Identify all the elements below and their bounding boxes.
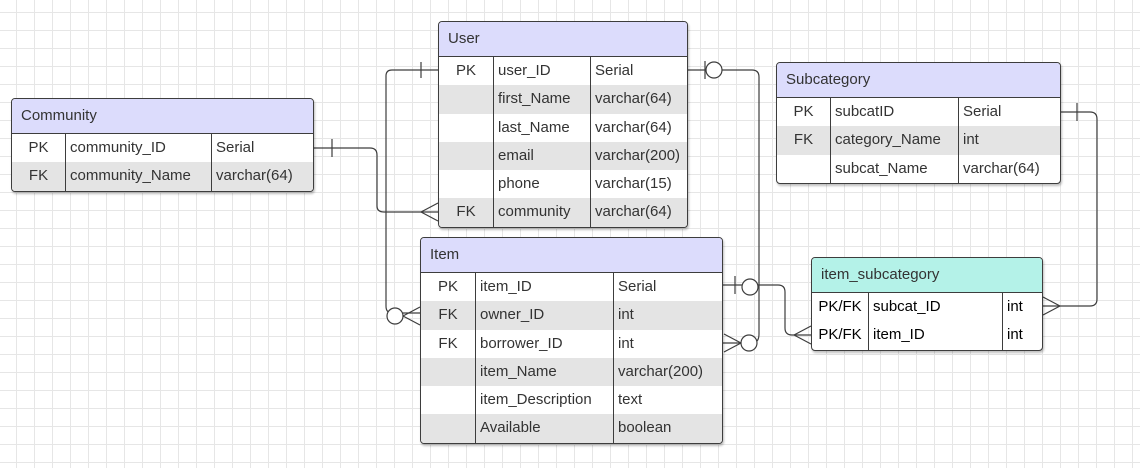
- field-type-cell: varchar(15): [590, 170, 687, 199]
- key-cell: PK: [793, 103, 814, 120]
- field-name-cell: phone: [493, 170, 590, 199]
- field-type-cell: int: [613, 329, 722, 358]
- field-name-cell: subcat_ID: [868, 293, 1002, 322]
- table-row[interactable]: PK user_ID Serial: [439, 57, 687, 86]
- key-cell: FK: [793, 131, 814, 149]
- field-name-cell: subcatID: [830, 98, 958, 127]
- rel-itemsub-subcat-many-marker: [1042, 296, 1061, 316]
- rel-borrower-zero-marker: [740, 334, 758, 352]
- field-type-cell: text: [613, 386, 722, 415]
- field-name-cell: category_Name: [830, 126, 958, 155]
- field-name-cell: borrower_ID: [475, 329, 613, 358]
- entity-subcategory[interactable]: Subcategory PK subcatID Serial FK catego…: [776, 62, 1061, 184]
- key-cell: FK: [438, 334, 458, 352]
- table-row[interactable]: PK community_ID Serial: [12, 134, 313, 163]
- rel-owner-many-marker: [402, 306, 421, 326]
- rel-itemsub-many-marker: [793, 325, 812, 345]
- field-type-cell: boolean: [613, 414, 722, 443]
- field-type-cell: varchar(64): [590, 113, 687, 142]
- key-cell: PK: [437, 278, 458, 295]
- entity-item-subcategory[interactable]: item_subcategory PK/FK subcat_ID int PK/…: [811, 257, 1043, 351]
- key-cell: [421, 414, 475, 442]
- rel-owner-zero-marker: [386, 307, 404, 325]
- table-row[interactable]: subcat_Name varchar(64): [777, 154, 1060, 183]
- field-type-cell: varchar(64): [590, 198, 687, 227]
- key-cell: FK: [438, 306, 458, 324]
- field-name-cell: Available: [475, 414, 613, 443]
- rel-item-itemsub-line: [723, 284, 811, 336]
- field-name-cell: email: [493, 141, 590, 171]
- table-row[interactable]: PK subcatID Serial: [777, 98, 1060, 127]
- table-row[interactable]: PK/FK item_ID int: [812, 321, 1042, 350]
- table-row[interactable]: FK owner_ID int: [421, 301, 722, 330]
- entity-header: User: [439, 22, 687, 57]
- field-name-cell: user_ID: [493, 57, 590, 86]
- table-row[interactable]: Available boolean: [421, 414, 722, 443]
- key-cell: PK: [28, 139, 49, 156]
- entity-header: Item: [421, 238, 722, 273]
- table-row[interactable]: FK community varchar(64): [439, 198, 687, 227]
- field-type-cell: Serial: [958, 98, 1060, 127]
- table-row[interactable]: FK category_Name int: [777, 126, 1060, 155]
- table-row[interactable]: FK community_Name varchar(64): [12, 162, 313, 191]
- entity-header: Subcategory: [777, 63, 1060, 98]
- field-type-cell: Serial: [590, 57, 687, 86]
- key-cell: [421, 358, 475, 386]
- table-row[interactable]: email varchar(200): [439, 141, 687, 171]
- rel-user-many-marker: [420, 202, 439, 222]
- field-type-cell: int: [958, 126, 1060, 155]
- field-name-cell: community_ID: [65, 134, 211, 163]
- field-type-cell: int: [1002, 321, 1042, 350]
- field-name-cell: community_Name: [65, 162, 211, 191]
- field-type-cell: int: [1002, 293, 1042, 322]
- field-name-cell: subcat_Name: [830, 154, 958, 183]
- entity-header: Community: [12, 99, 313, 134]
- table-row[interactable]: item_Name varchar(200): [421, 357, 722, 387]
- key-cell: PK/FK: [818, 298, 862, 315]
- key-cell: [439, 85, 493, 113]
- table-row[interactable]: item_Description text: [421, 386, 722, 415]
- table-row[interactable]: first_Name varchar(64): [439, 85, 687, 114]
- field-name-cell: owner_ID: [475, 301, 613, 330]
- field-type-cell: Serial: [211, 134, 313, 163]
- field-name-cell: first_Name: [493, 85, 590, 114]
- field-name-cell: item_ID: [475, 273, 613, 302]
- key-cell: [421, 386, 475, 414]
- field-name-cell: item_Description: [475, 386, 613, 415]
- key-cell: [439, 114, 493, 142]
- field-type-cell: varchar(64): [590, 85, 687, 114]
- rel-item-zero-marker: [741, 278, 759, 296]
- field-type-cell: varchar(200): [613, 357, 722, 387]
- field-name-cell: item_Name: [475, 357, 613, 387]
- rel-borrower-many-marker: [723, 333, 742, 353]
- field-name-cell: community: [493, 198, 590, 227]
- field-type-cell: varchar(200): [590, 141, 687, 171]
- table-row[interactable]: FK borrower_ID int: [421, 329, 722, 358]
- entity-item[interactable]: Item PK item_ID Serial FK owner_ID int F…: [420, 237, 723, 444]
- entity-header: item_subcategory: [812, 258, 1042, 293]
- field-type-cell: varchar(64): [211, 162, 313, 191]
- field-type-cell: varchar(64): [958, 154, 1060, 183]
- key-cell: FK: [456, 203, 476, 221]
- key-cell: [439, 142, 493, 170]
- key-cell: FK: [28, 167, 49, 185]
- table-row[interactable]: phone varchar(15): [439, 170, 687, 199]
- rel-user-borrower-zero-marker: [705, 61, 723, 79]
- field-type-cell: Serial: [613, 273, 722, 302]
- key-cell: [439, 170, 493, 198]
- rel-community-user-line: [314, 147, 438, 213]
- key-cell: [777, 155, 830, 183]
- table-row[interactable]: PK item_ID Serial: [421, 273, 722, 302]
- field-name-cell: item_ID: [868, 321, 1002, 350]
- field-type-cell: int: [613, 301, 722, 330]
- key-cell: PK/FK: [818, 326, 862, 344]
- key-cell: PK: [455, 62, 476, 79]
- table-row[interactable]: PK/FK subcat_ID int: [812, 293, 1042, 322]
- entity-community[interactable]: Community PK community_ID Serial FK comm…: [11, 98, 314, 192]
- entity-user[interactable]: User PK user_ID Serial first_Name varcha…: [438, 21, 688, 228]
- table-row[interactable]: last_Name varchar(64): [439, 113, 687, 142]
- field-name-cell: last_Name: [493, 113, 590, 142]
